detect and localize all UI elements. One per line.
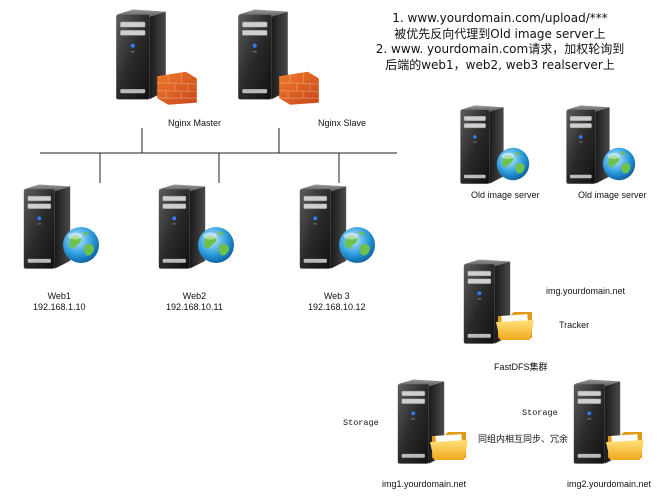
- old-image-server-2-node: [561, 104, 651, 188]
- diagram-caption: 1. www.yourdomain.com/upload/*** 被优先反向代理…: [360, 11, 640, 73]
- fastdfs-tracker-node: [458, 258, 548, 348]
- storage-right-label: Storage: [522, 408, 558, 418]
- folder-icon: [606, 428, 646, 462]
- web2-name: Web2: [182, 291, 207, 301]
- old-image-server-2-label: Old image server: [578, 190, 647, 200]
- globe-icon: [601, 146, 637, 182]
- folder-icon: [496, 308, 536, 342]
- firewall-icon: [155, 65, 199, 105]
- web1-node: [18, 183, 108, 273]
- web2-ip: 192.168.10.11: [166, 302, 223, 312]
- old-image-server-1-node: [455, 104, 545, 188]
- storage-left-label: Storage: [343, 418, 379, 428]
- globe-icon: [337, 225, 377, 265]
- storage-sync-note: 同组内相互同步、冗余: [478, 434, 569, 444]
- folder-icon: [430, 428, 470, 462]
- globe-icon: [196, 225, 236, 265]
- web1-ip: 192.168.1.10: [33, 302, 86, 312]
- caption-line-4: 后端的web1，web2, web3 realserver上: [385, 57, 615, 72]
- storage-left-domain: img1.yourdomain.net: [382, 479, 467, 489]
- nginx-master-node: [110, 8, 200, 108]
- nginx-slave-node: [232, 8, 322, 108]
- web3-label: Web 3 192.168.10.12: [308, 291, 366, 313]
- web2-label: Web2 192.168.10.11: [166, 291, 223, 313]
- caption-line-3: 2. www. yourdomain.com请求，加权轮询到: [375, 42, 625, 56]
- storage-left-node: [392, 378, 482, 468]
- firewall-icon: [277, 65, 321, 105]
- nginx-master-label: Nginx Master: [168, 118, 222, 128]
- caption-line-2: 被优先反向代理到Old image server上: [394, 26, 606, 41]
- tracker-domain-label: img.yourdomain.net: [546, 286, 626, 296]
- globe-icon: [495, 146, 531, 182]
- web1-name: Web1: [47, 291, 71, 301]
- fastdfs-cluster-label: FastDFS集群: [494, 362, 548, 372]
- storage-right-domain: img2.yourdomain.net: [567, 479, 652, 489]
- tracker-role-label: Tracker: [559, 320, 590, 330]
- nginx-slave-label: Nginx Slave: [318, 118, 367, 128]
- web2-node: [153, 183, 243, 273]
- web1-label: Web1 192.168.1.10: [33, 291, 86, 313]
- web3-ip: 192.168.10.12: [308, 302, 366, 312]
- old-image-server-1-label: Old image server: [471, 190, 540, 200]
- caption-line-1: 1. www.yourdomain.com/upload/***: [392, 11, 608, 25]
- storage-right-node: [568, 378, 658, 468]
- globe-icon: [61, 225, 101, 265]
- web3-name: Web 3: [323, 291, 350, 301]
- web3-node: [294, 183, 384, 273]
